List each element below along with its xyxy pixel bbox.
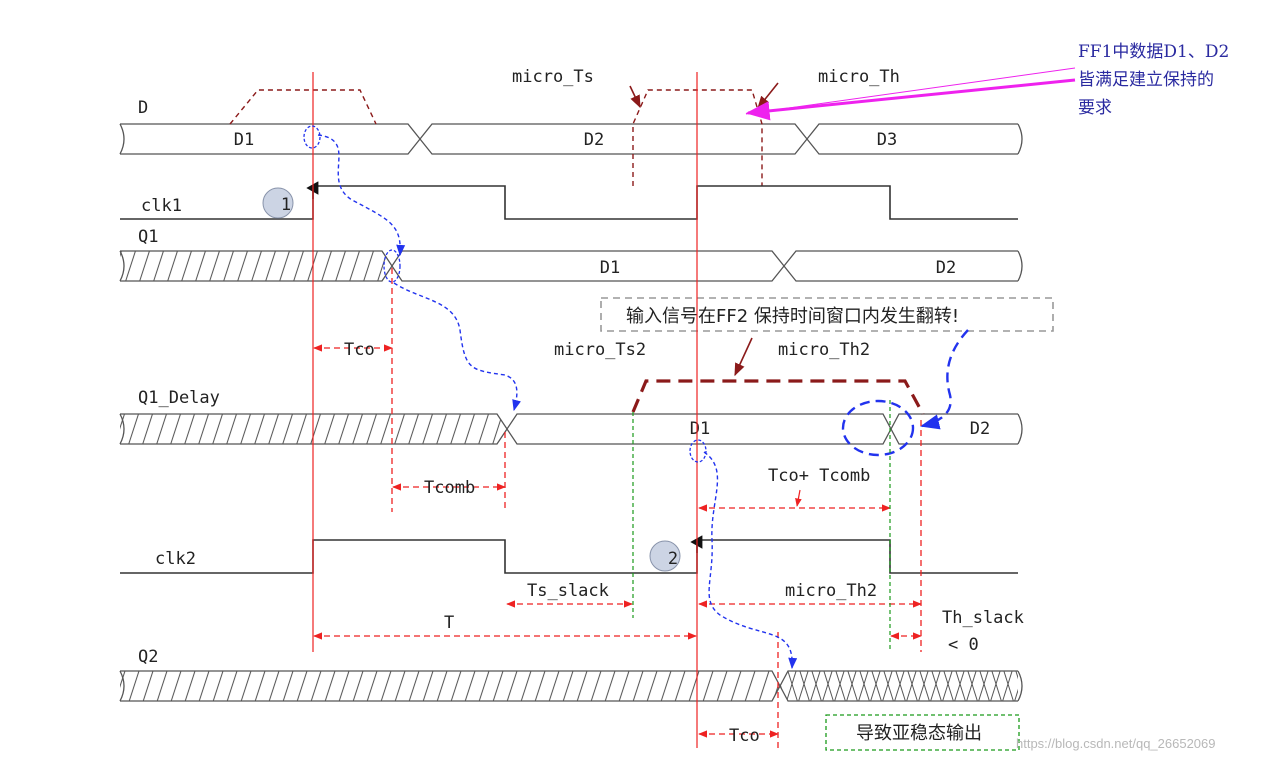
metastable-output-box (825, 714, 1020, 751)
waveform-q1 (119, 250, 1023, 282)
metastable-highlight-ellipse (841, 399, 915, 457)
waveform-clk2 (120, 539, 1018, 574)
metastable-output-text: 导致亚稳态输出 (856, 723, 982, 744)
signal-label-q1: Q1 (138, 227, 158, 247)
marker-1-badge (262, 187, 294, 219)
micro-th2-label-top: micro_Th2 (778, 340, 870, 360)
propagation-arrow-d-to-q1 (317, 134, 406, 257)
signal-label-clk1: clk1 (141, 196, 182, 216)
annotation-pointer-arrow (745, 78, 1076, 121)
waveform-q1-delay (119, 413, 1023, 445)
q1-delay-value-d2: D2 (970, 419, 990, 439)
ff1-note-line2: 皆满足建立保持的 (1078, 70, 1214, 90)
micro-th-label: micro_Th (818, 67, 900, 87)
d-value-d3: D3 (877, 130, 897, 150)
ff2-setup-hold-window (631, 379, 925, 415)
q1-value-d1: D1 (600, 258, 620, 278)
t-label: T (444, 613, 454, 633)
micro-ts-arrow (629, 85, 641, 109)
micro-ts-label: micro_Ts (512, 67, 594, 87)
marker-2-label: 2 (668, 549, 678, 569)
d-value-d1: D1 (234, 130, 254, 150)
tco-1-label: Tco (344, 340, 375, 360)
waveform-q2 (119, 670, 1023, 702)
micro-th2-label-bottom: micro_Th2 (785, 581, 877, 601)
d-value-d2: D2 (584, 130, 604, 150)
propagation-arrow-to-q2 (703, 451, 798, 670)
q1-delay-value-d1: D1 (690, 419, 710, 439)
th-slack-lt-zero: < 0 (948, 635, 979, 655)
tco-2-label: Tco (729, 726, 760, 746)
watermark: https://blog.csdn.net/qq_26652069 (1016, 736, 1216, 751)
micro-th-arrow (757, 82, 779, 109)
ff1-note-line3: 要求 (1078, 98, 1112, 118)
signal-label-clk2: clk2 (155, 549, 196, 569)
warning-pointer-arrow (920, 329, 969, 430)
propagation-arrow-q1-to-delay (393, 282, 521, 412)
waveform-clk1 (120, 185, 1018, 220)
q1-transition-point (383, 249, 401, 283)
marker-2-badge (649, 540, 681, 572)
waveform-d (119, 123, 1023, 155)
q1-value-d2: D2 (936, 258, 956, 278)
d1-setup-hold-window (229, 89, 377, 125)
d1-sample-point (303, 125, 321, 149)
d1-clk2-sample-point (689, 439, 707, 463)
tco-tcomb-pointer (795, 489, 802, 507)
ts-slack-label: Ts_slack (527, 581, 609, 601)
tcomb-label: Tcomb (424, 478, 475, 498)
ff1-note-line1: FF1中数据D1、D2 (1078, 42, 1229, 62)
ff2-warning-text: 输入信号在FF2 保持时间窗口内发生翻转! (626, 306, 959, 327)
signal-label-d: D (138, 98, 148, 118)
ff2-window-arrow (734, 337, 753, 377)
signal-label-q2: Q2 (138, 647, 158, 667)
marker-1-label: 1 (281, 195, 291, 215)
ff2-warning-box (600, 297, 1054, 332)
signal-label-q1-delay: Q1_Delay (138, 388, 220, 408)
th-slack-label: Th_slack (942, 608, 1024, 628)
micro-ts2-label: micro_Ts2 (554, 340, 646, 360)
tco-tcomb-label: Tco+ Tcomb (768, 466, 870, 486)
